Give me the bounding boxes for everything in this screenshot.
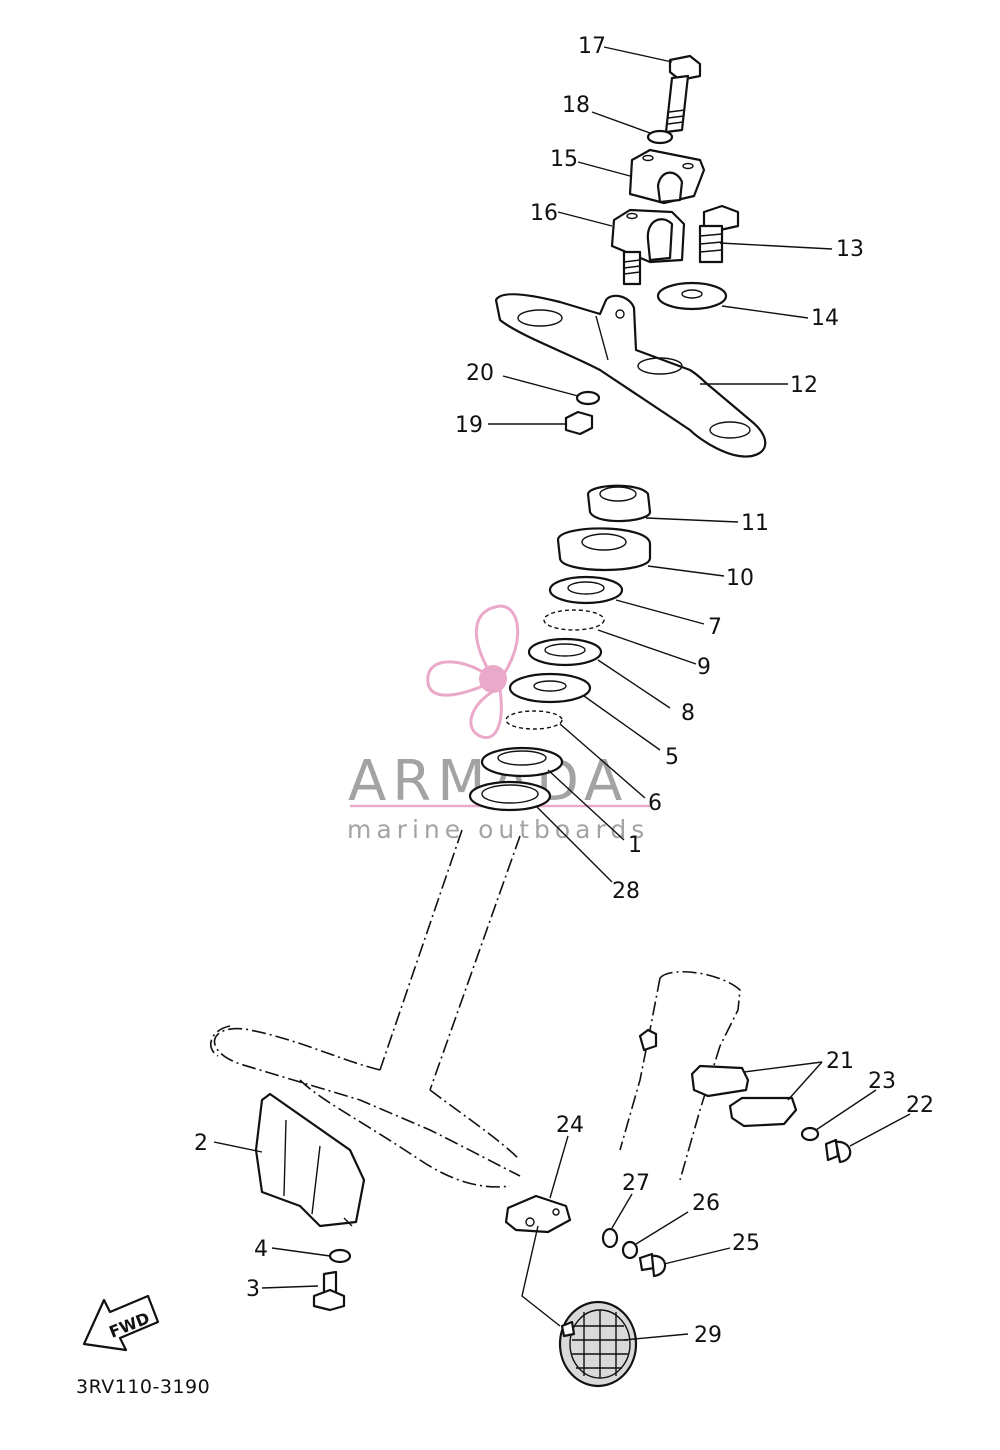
callout-1: 1 (628, 833, 642, 858)
part-11-ring-nut (586, 484, 652, 523)
callout-18: 18 (562, 93, 590, 118)
part-17-bolt (664, 54, 702, 134)
callout-23: 23 (868, 1069, 896, 1094)
part-9-ball-bearing (543, 609, 605, 631)
part-20-washer (575, 390, 601, 406)
callout-9: 9 (697, 655, 711, 680)
callout-8: 8 (681, 701, 695, 726)
callout-20: 20 (466, 361, 494, 386)
callout-22: 22 (906, 1093, 934, 1118)
callout-11: 11 (741, 511, 769, 536)
part-10-cover (556, 527, 652, 572)
part-23-washer (800, 1126, 820, 1142)
part-7-ball-race (548, 575, 624, 605)
callout-17: 17 (578, 34, 606, 59)
callout-27: 27 (622, 1171, 650, 1196)
part-29-reflector (558, 1300, 638, 1388)
fwd-arrow-icon: FWD (82, 1294, 160, 1352)
callout-16: 16 (530, 201, 558, 226)
propeller-icon (426, 604, 520, 739)
callout-21: 21 (826, 1049, 854, 1074)
part-28-seal (468, 780, 552, 812)
part-4-washer (328, 1248, 352, 1264)
part-24-reflector-bracket (504, 1194, 572, 1234)
callout-3: 3 (246, 1277, 260, 1302)
part-19-nut (564, 410, 594, 436)
part-18-washer (646, 129, 674, 145)
callout-12: 12 (790, 373, 818, 398)
callout-2: 2 (194, 1131, 208, 1156)
callout-13: 13 (836, 237, 864, 262)
callout-25: 25 (732, 1231, 760, 1256)
callout-28: 28 (612, 879, 640, 904)
part-3-bolt (312, 1270, 346, 1312)
callout-24: 24 (556, 1113, 584, 1138)
part-8-ball-race (527, 637, 603, 667)
part-21-clamp (638, 1028, 798, 1128)
part-22-screw (824, 1138, 852, 1164)
callout-5: 5 (665, 745, 679, 770)
callout-10: 10 (726, 566, 754, 591)
part-1-ball-race (480, 746, 564, 778)
callout-29: 29 (694, 1323, 722, 1348)
steering-stem-phantom (210, 829, 741, 1188)
part-15-handlebar-holder-upper (628, 148, 706, 205)
callout-4: 4 (254, 1237, 268, 1262)
callout-numbers: 17 18 15 16 13 14 12 20 19 11 10 7 9 8 5… (194, 34, 934, 1348)
callout-6: 6 (648, 791, 662, 816)
part-14-damper (656, 281, 728, 311)
part-26-washer (621, 1240, 639, 1260)
part-6-ball-bearing (505, 710, 563, 730)
leader-lines (213, 46, 911, 1341)
part-12-upper-bracket (494, 293, 767, 458)
part-16-handlebar-holder-lower (610, 208, 686, 286)
part-25-screw (638, 1252, 667, 1278)
part-13-bolt (698, 204, 740, 264)
diagram-code: 3RV110-3190 (76, 1376, 210, 1398)
callout-14: 14 (811, 306, 839, 331)
callout-7: 7 (708, 615, 722, 640)
watermark-tagline: marine outboards (347, 815, 649, 844)
callout-15: 15 (550, 147, 578, 172)
callout-19: 19 (455, 413, 483, 438)
callout-26: 26 (692, 1191, 720, 1216)
part-27-washer (601, 1227, 619, 1249)
part-2-guard (254, 1092, 366, 1228)
part-5-ball-race (508, 672, 592, 704)
